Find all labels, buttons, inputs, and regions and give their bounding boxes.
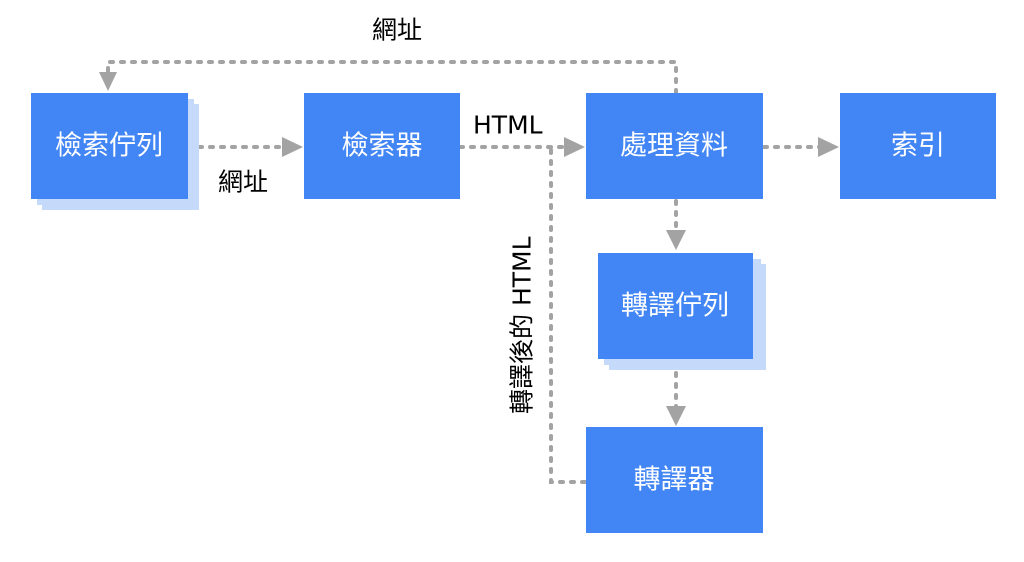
edge-renderer-to-processing bbox=[549, 145, 587, 484]
node-index: 索引 bbox=[840, 93, 996, 199]
node-label: 轉譯器 bbox=[634, 465, 715, 496]
node-box bbox=[598, 253, 753, 359]
edge-processing-to-render-queue bbox=[666, 199, 686, 250]
node-box bbox=[304, 93, 460, 199]
node-label: 索引 bbox=[891, 131, 945, 162]
edge-label-rendered-html: 轉譯後的 HTML bbox=[508, 236, 537, 414]
edge-crawler-to-processing bbox=[458, 137, 585, 157]
edge-crawl-queue-to-crawler bbox=[186, 137, 303, 157]
node-processing: 處理資料 bbox=[586, 93, 763, 199]
node-box bbox=[840, 93, 996, 199]
arrowhead bbox=[666, 230, 686, 250]
arrowhead bbox=[282, 137, 303, 157]
arrowhead bbox=[564, 137, 585, 157]
edge-label-html: HTML bbox=[473, 111, 543, 140]
node-label: 轉譯佇列 bbox=[621, 291, 729, 322]
edge-processing-to-crawl-queue bbox=[99, 60, 678, 95]
edge-render-queue-to-renderer bbox=[666, 360, 686, 426]
node-crawl-queue: 檢索佇列 bbox=[31, 93, 199, 210]
node-label: 處理資料 bbox=[620, 131, 728, 162]
node-label: 檢索器 bbox=[342, 131, 423, 162]
node-box bbox=[586, 93, 763, 199]
node-crawler: 檢索器 bbox=[304, 93, 460, 199]
arrowhead bbox=[818, 137, 839, 157]
node-box bbox=[586, 427, 763, 533]
node-box bbox=[31, 93, 188, 199]
edge-label-url-top: 網址 bbox=[372, 16, 422, 45]
arrowhead bbox=[99, 72, 117, 91]
node-label: 檢索佇列 bbox=[55, 131, 163, 162]
node-render-queue: 轉譯佇列 bbox=[598, 253, 766, 370]
node-renderer: 轉譯器 bbox=[586, 427, 763, 533]
arrowhead bbox=[666, 406, 686, 426]
edge-label-url-crawl: 網址 bbox=[218, 168, 268, 197]
edge-processing-to-index bbox=[762, 137, 839, 157]
